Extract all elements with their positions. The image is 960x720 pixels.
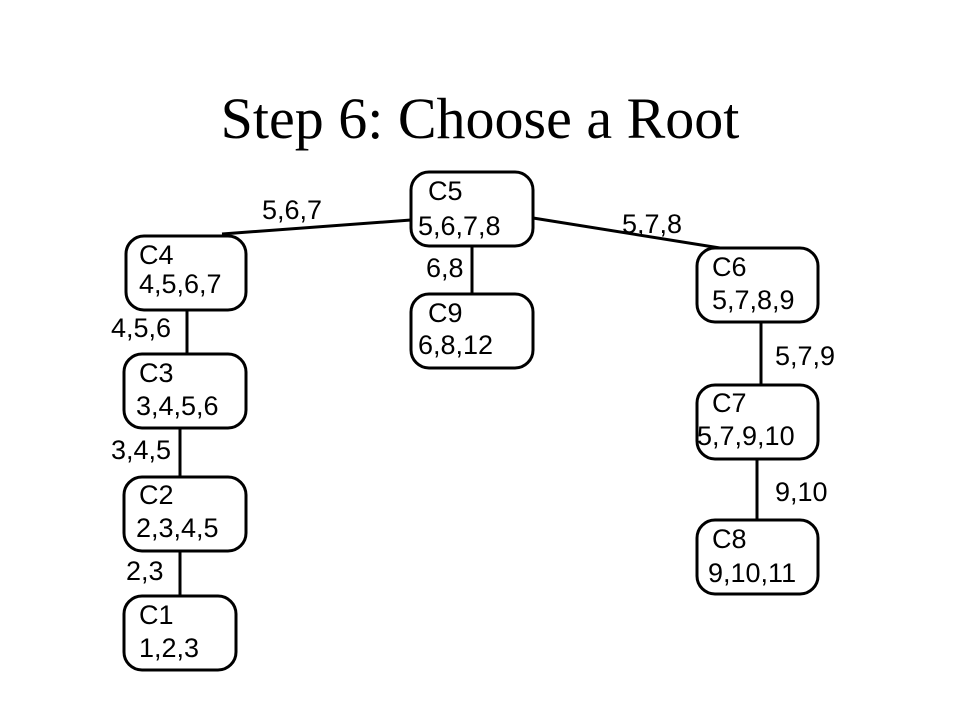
node-box xyxy=(695,518,820,596)
node-name: C7 xyxy=(712,388,747,418)
node-c2: C22,3,4,5 xyxy=(122,475,248,553)
node-vars: 4,5,6,7 xyxy=(139,269,222,299)
node-box xyxy=(122,475,248,553)
node-box xyxy=(695,383,820,461)
edges-layer xyxy=(178,216,763,596)
edge-label-c5-c4: 5,6,7 xyxy=(262,195,322,225)
node-vars: 6,8,12 xyxy=(418,330,493,360)
node-vars: 5,6,7,8 xyxy=(418,211,501,241)
node-vars: 5,7,9,10 xyxy=(697,421,795,451)
node-vars: 9,10,11 xyxy=(708,558,796,588)
node-name: C9 xyxy=(428,298,463,328)
node-c3: C33,4,5,6 xyxy=(122,352,248,430)
node-name: C8 xyxy=(712,524,747,554)
node-name: C3 xyxy=(139,358,174,388)
node-c5: C5 5,6,7,8 xyxy=(409,170,535,248)
node-c1: C11,2,3 xyxy=(122,594,238,672)
node-box xyxy=(122,352,248,430)
node-name: C6 xyxy=(712,252,747,282)
node-box xyxy=(124,234,248,312)
edge-label-c4-c3: 4,5,6 xyxy=(111,313,171,343)
edge-label-c2-c1: 2,3 xyxy=(126,556,164,586)
node-vars: 1,2,3 xyxy=(139,633,199,663)
node-box xyxy=(409,292,535,370)
node-vars: 2,3,4,5 xyxy=(136,513,219,543)
node-box xyxy=(122,594,238,672)
edge-labels-layer: 5,6,7 6,8 5,7,8 4,5,6 3,4,5 2,3 5,7,9 9,10 xyxy=(111,195,835,586)
edge-label-c6-c7: 5,7,9 xyxy=(775,341,835,371)
node-vars: 5,7,8,9 xyxy=(712,285,795,315)
node-name: C2 xyxy=(139,480,174,510)
edge-label-c7-c8: 9,10 xyxy=(775,477,828,507)
node-c8: C8 9,10,11 xyxy=(695,518,820,596)
node-name: C4 xyxy=(139,240,174,270)
node-box xyxy=(409,170,535,248)
edge-label-c5-c9: 6,8 xyxy=(426,253,464,283)
node-box xyxy=(695,246,820,324)
node-vars: 3,4,5,6 xyxy=(136,391,219,421)
edge-label-c5-c6: 5,7,8 xyxy=(622,209,682,239)
slide-title: Step 6: Choose a Root xyxy=(220,86,740,151)
edge-c5-c4 xyxy=(221,218,412,236)
node-c4: C44,5,6,7 xyxy=(124,234,248,312)
node-c9: C96,8,12 xyxy=(409,292,535,370)
node-name: C1 xyxy=(139,600,174,630)
node-c6: C65,7,8,9 xyxy=(695,246,820,324)
edge-label-c3-c2: 3,4,5 xyxy=(111,435,171,465)
node-name: C5 xyxy=(428,176,463,206)
node-c7: C75,7,9,10 xyxy=(695,383,820,461)
edge-c5-c6 xyxy=(532,216,721,250)
